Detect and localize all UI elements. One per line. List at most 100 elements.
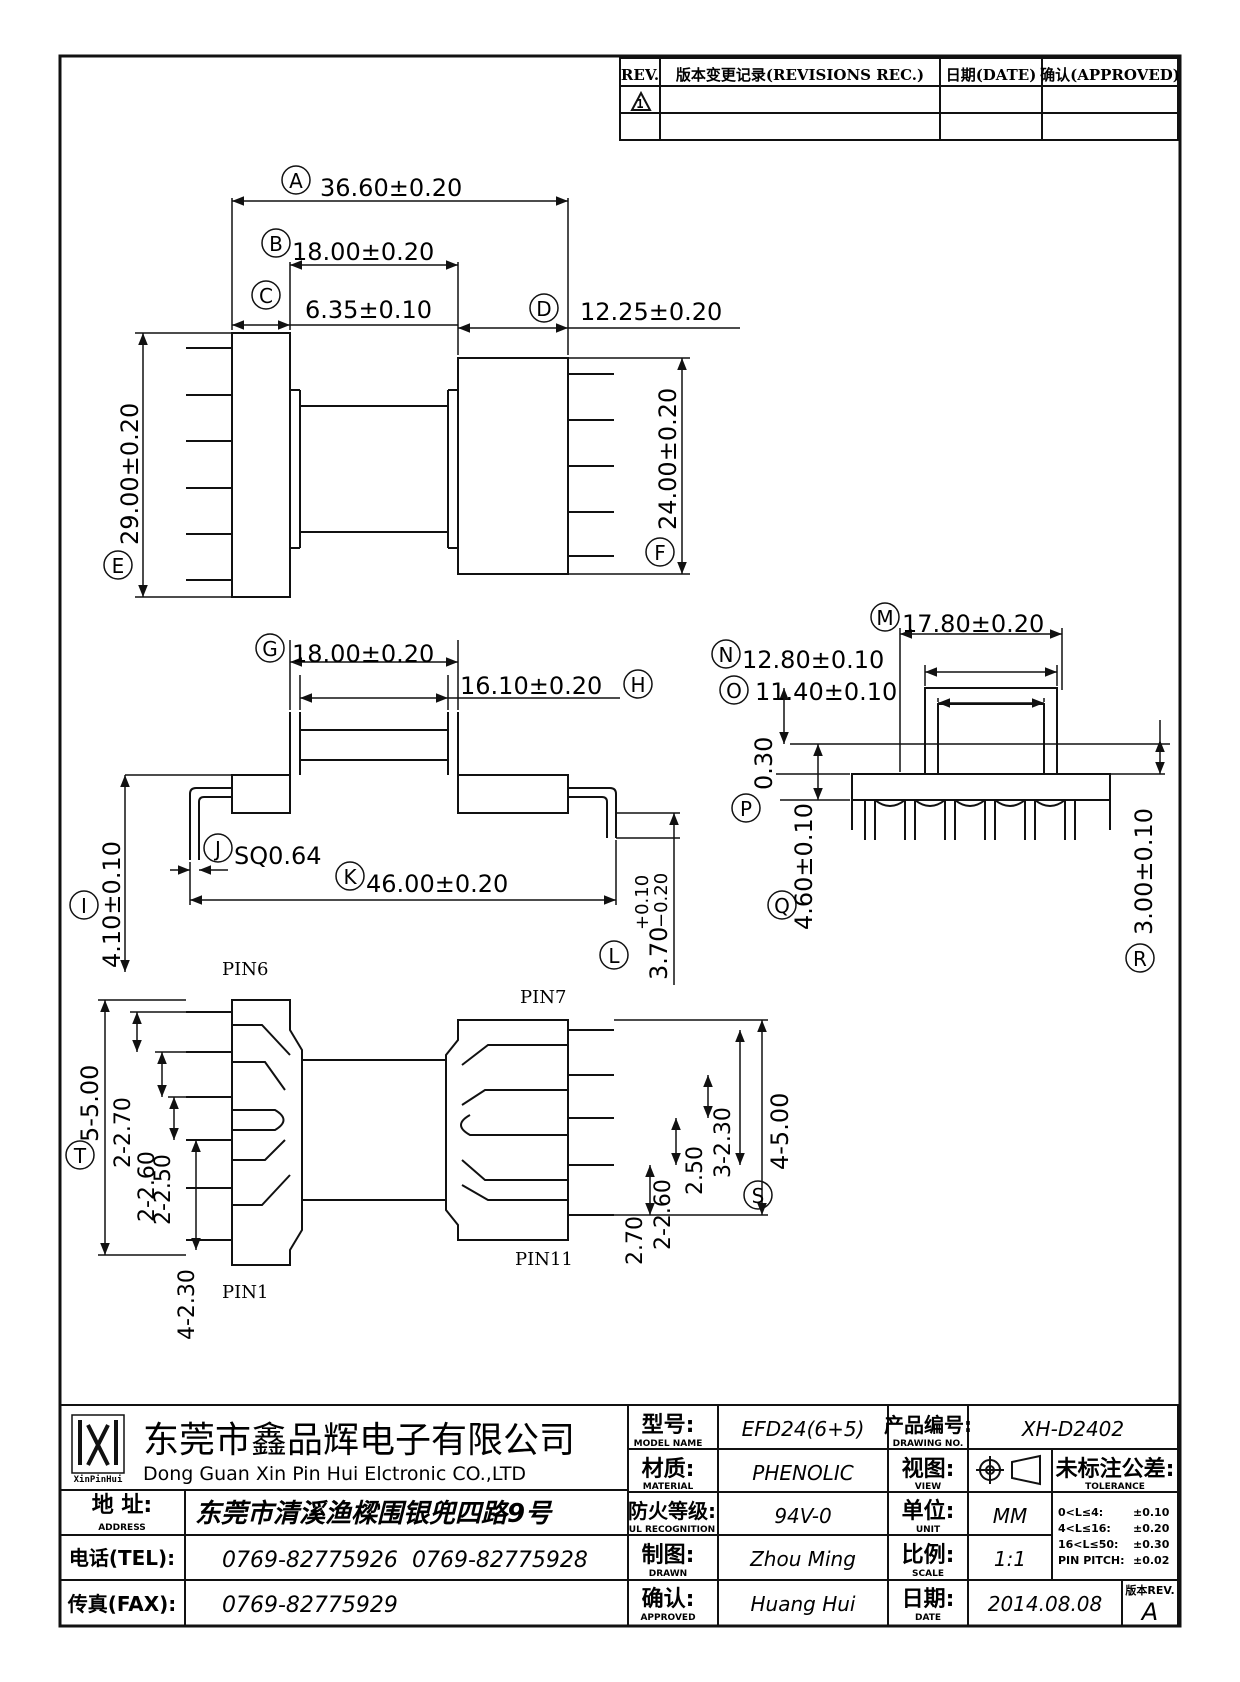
svg-text:O: O — [726, 679, 742, 703]
svg-text:−0.20: −0.20 — [651, 873, 672, 928]
approved-label-en: APPROVED — [640, 1613, 695, 1623]
svg-text:46.00±0.20: 46.00±0.20 — [366, 870, 508, 898]
drawing-no-label-en: DRAWING NO. — [893, 1439, 964, 1449]
company-logo: XinPinHui — [71, 1414, 125, 1485]
title-block-grid — [59, 1404, 1179, 1627]
svg-text:3.00±0.10: 3.00±0.10 — [1130, 808, 1158, 935]
dim-d-label: D 12.25±0.20 — [529, 293, 722, 326]
fax-value: 0769-82775929 — [222, 1593, 398, 1618]
date-label: 日期: — [902, 1587, 955, 1612]
view-label: 视图: — [902, 1456, 955, 1482]
svg-text:1: 1 — [636, 97, 643, 111]
drawn-label-en: DRAWN — [649, 1569, 687, 1579]
drawn-label: 制图: — [642, 1543, 695, 1568]
rev-label: 版本REV. — [1125, 1583, 1174, 1597]
company-name-cn: 东莞市鑫品辉电子有限公司 — [143, 1420, 575, 1461]
svg-text:17.80±0.20: 17.80±0.20 — [902, 610, 1044, 638]
dim-t-label: T 5-5.00 — [65, 1065, 104, 1170]
dim-s-label: S 4-5.00 — [743, 1093, 794, 1210]
revision-triangle-icon: 1 — [630, 90, 652, 111]
tolerance-label-en: TOLERANCE — [1085, 1482, 1145, 1492]
dim-n-label: N 12.80±0.10 — [711, 639, 884, 674]
svg-text:6.35±0.10: 6.35±0.10 — [305, 296, 432, 324]
tolerance-table: 0<L≤4: ±0.10 4<L≤16: ±0.20 16<L≤50: ±0.3… — [1058, 1506, 1170, 1567]
pin-dim-left-3: 4-2.30 — [175, 1269, 200, 1340]
svg-text:F: F — [654, 541, 666, 565]
dim-g-label: G 18.00±0.20 — [255, 633, 434, 668]
fax-label: 传真(FAX): — [67, 1592, 177, 1616]
pin-dim-left-0: 2-2.70 — [111, 1097, 136, 1168]
svg-text:A: A — [289, 169, 303, 193]
dim-j-label: J SQ0.64 — [203, 833, 322, 870]
tolerance-label: 未标注公差: — [1056, 1456, 1175, 1482]
pin-dim-left-2: 2-2.50 — [151, 1154, 176, 1225]
drawing-no-value: XH-D2402 — [1021, 1417, 1124, 1441]
dim-f-label: F 24.00±0.20 — [645, 388, 682, 567]
dim-l-label: L 3.70 +0.10 −0.20 — [599, 873, 673, 980]
dim-c-label: C 6.35±0.10 — [251, 280, 432, 324]
pin-dim-right-3: 2.70 — [623, 1216, 648, 1265]
approved-value: Huang Hui — [751, 1592, 856, 1616]
pin-dim-right-1: 2.50 — [683, 1146, 708, 1195]
svg-text:4-5.00: 4-5.00 — [766, 1093, 794, 1170]
dim-k-label: K 46.00±0.20 — [335, 861, 508, 898]
tolerance-value-1: ±0.20 — [1133, 1522, 1170, 1535]
svg-text:12.80±0.10: 12.80±0.10 — [742, 646, 884, 674]
svg-text:4.10±0.10: 4.10±0.10 — [98, 841, 126, 968]
model-value: EFD24(6+5) — [742, 1417, 865, 1441]
dim-q-label: Q 4.60±0.10 — [767, 803, 818, 930]
dim-e-label: E 29.00±0.20 — [103, 403, 144, 580]
pin-dim-right-0: 3-2.30 — [711, 1107, 736, 1178]
revisions-col-header: 版本变更记录(REVISIONS REC.) — [676, 66, 924, 84]
tolerance-value-2: ±0.30 — [1133, 1538, 1170, 1551]
svg-text:B: B — [269, 232, 283, 256]
pin-dim-right-2: 2-2.60 — [651, 1179, 676, 1250]
tel-label: 电话(TEL): — [69, 1546, 175, 1570]
model-label-en: MODEL NAME — [634, 1439, 703, 1449]
date-col-header: 日期(DATE) — [946, 66, 1037, 84]
dim-a-label: A 36.60±0.20 — [281, 165, 462, 202]
svg-text:T: T — [73, 1144, 87, 1168]
svg-text:R: R — [1133, 947, 1147, 971]
dim-b-label: B 18.00±0.20 — [261, 228, 434, 266]
svg-text:24.00±0.20: 24.00±0.20 — [654, 388, 682, 530]
revision-table — [619, 57, 1179, 141]
unit-value: MM — [993, 1504, 1028, 1528]
svg-text:36.60±0.20: 36.60±0.20 — [320, 174, 462, 202]
svg-text:4.60±0.10: 4.60±0.10 — [790, 803, 818, 930]
svg-text:G: G — [262, 637, 278, 661]
dim-m-label: M 17.80±0.20 — [870, 602, 1044, 638]
scale-label: 比例: — [902, 1543, 955, 1568]
dim-p-label: P 0.30 — [731, 737, 778, 823]
tel1-value: 0769-82775926 — [222, 1548, 398, 1573]
tolerance-range-1: 4<L≤16: — [1058, 1522, 1111, 1535]
date-value: 2014.08.08 — [988, 1592, 1103, 1616]
svg-text:N: N — [719, 643, 734, 667]
top-view-dimensions — [135, 196, 740, 598]
pin11-label: PIN11 — [515, 1249, 573, 1270]
drawn-value: Zhou Ming — [749, 1547, 856, 1571]
projection-symbol-icon — [976, 1454, 1041, 1486]
end-view — [851, 687, 1111, 840]
svg-text:0.30: 0.30 — [750, 737, 778, 790]
tolerance-range-3: PIN PITCH: — [1058, 1554, 1125, 1567]
address-label-en: ADDRESS — [98, 1523, 146, 1533]
svg-text:12.25±0.20: 12.25±0.20 — [580, 298, 722, 326]
approved-col-header: 确认(APPROVED) — [1040, 66, 1180, 84]
svg-text:Q: Q — [774, 894, 790, 918]
rev-value: A — [1140, 1598, 1158, 1626]
address-value: 东莞市清溪渔樑围银兜四路9号 — [195, 1499, 553, 1529]
side-view — [189, 712, 617, 860]
svg-text:29.00±0.20: 29.00±0.20 — [116, 403, 144, 545]
tolerance-value-3: ±0.02 — [1133, 1554, 1169, 1567]
svg-text:16.10±0.20: 16.10±0.20 — [460, 672, 602, 700]
svg-text:S: S — [752, 1184, 765, 1208]
approved-label: 确认: — [642, 1586, 695, 1612]
dim-r-label: R 3.00±0.10 — [1125, 808, 1158, 973]
tel2-value: 0769-82775928 — [412, 1548, 588, 1573]
svg-text:P: P — [740, 797, 752, 821]
svg-text:D: D — [536, 297, 551, 321]
svg-text:18.00±0.20: 18.00±0.20 — [292, 640, 434, 668]
pin-view — [186, 999, 614, 1266]
